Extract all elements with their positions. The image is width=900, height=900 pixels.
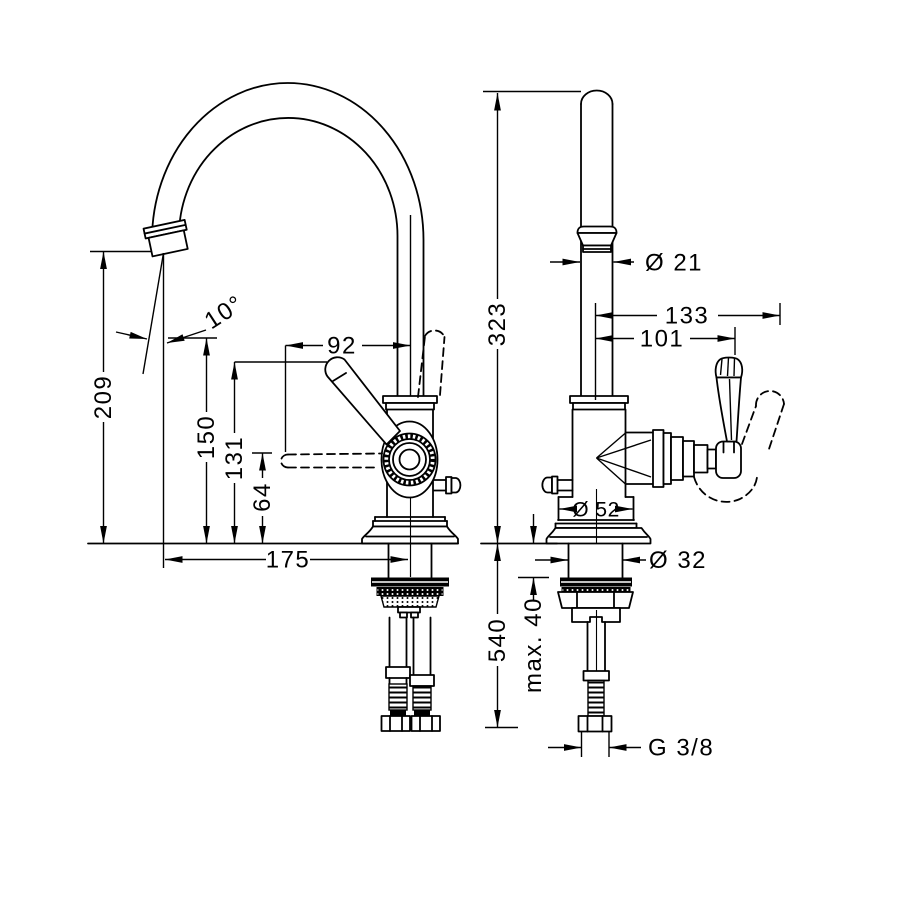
lever-raised-dashed (417, 329, 446, 398)
dim-lever-lowered-height: 64 (249, 482, 276, 512)
lever-swung-dashed (693, 390, 785, 503)
dim-spout-angle: 10° (200, 290, 249, 335)
lever-handle-side (324, 356, 401, 446)
check-valve-side (433, 476, 462, 495)
dim-lever-raised-height: 150 (193, 415, 220, 460)
dim-handle-reach: 101 (640, 326, 685, 353)
dim-lever-tip-height: 131 (221, 436, 248, 481)
dim-handle-swing-reach: 133 (665, 303, 710, 330)
under-counter-side (371, 498, 449, 732)
under-counter-front (557, 542, 634, 733)
lever-lowered-dashed (280, 452, 383, 469)
dim-pipe-diameter: Ø 21 (645, 250, 703, 277)
dim-spout-reach: 175 (266, 547, 311, 574)
check-valve-front (541, 475, 574, 495)
riser-pipe (580, 89, 614, 397)
dim-thread-size: G 3/8 (648, 735, 714, 762)
lever-handle-front (714, 356, 744, 443)
dim-shank-diameter: Ø 32 (649, 547, 707, 574)
side-view-drawing (87, 82, 462, 732)
dim-pipe-height: 323 (484, 302, 511, 347)
dim-spout-outlet-height: 209 (90, 375, 117, 420)
dim-body-diameter: Ø 52 (572, 499, 620, 522)
front-view-dimensions: 323 540 max. 40 Ø 21 133 101 Ø 52 Ø 32 G… (483, 90, 781, 762)
dim-hose-length: 540 (484, 618, 511, 663)
spout-swivel-collar (576, 225, 618, 253)
spout-aerator-tip (142, 219, 189, 258)
dim-max-counter-thickness: max. 40 (520, 597, 547, 693)
dim-spout-offset: 92 (327, 333, 357, 360)
handle-cartridge (652, 429, 742, 488)
spout-gooseneck (151, 82, 425, 397)
handle-hub (324, 356, 439, 499)
